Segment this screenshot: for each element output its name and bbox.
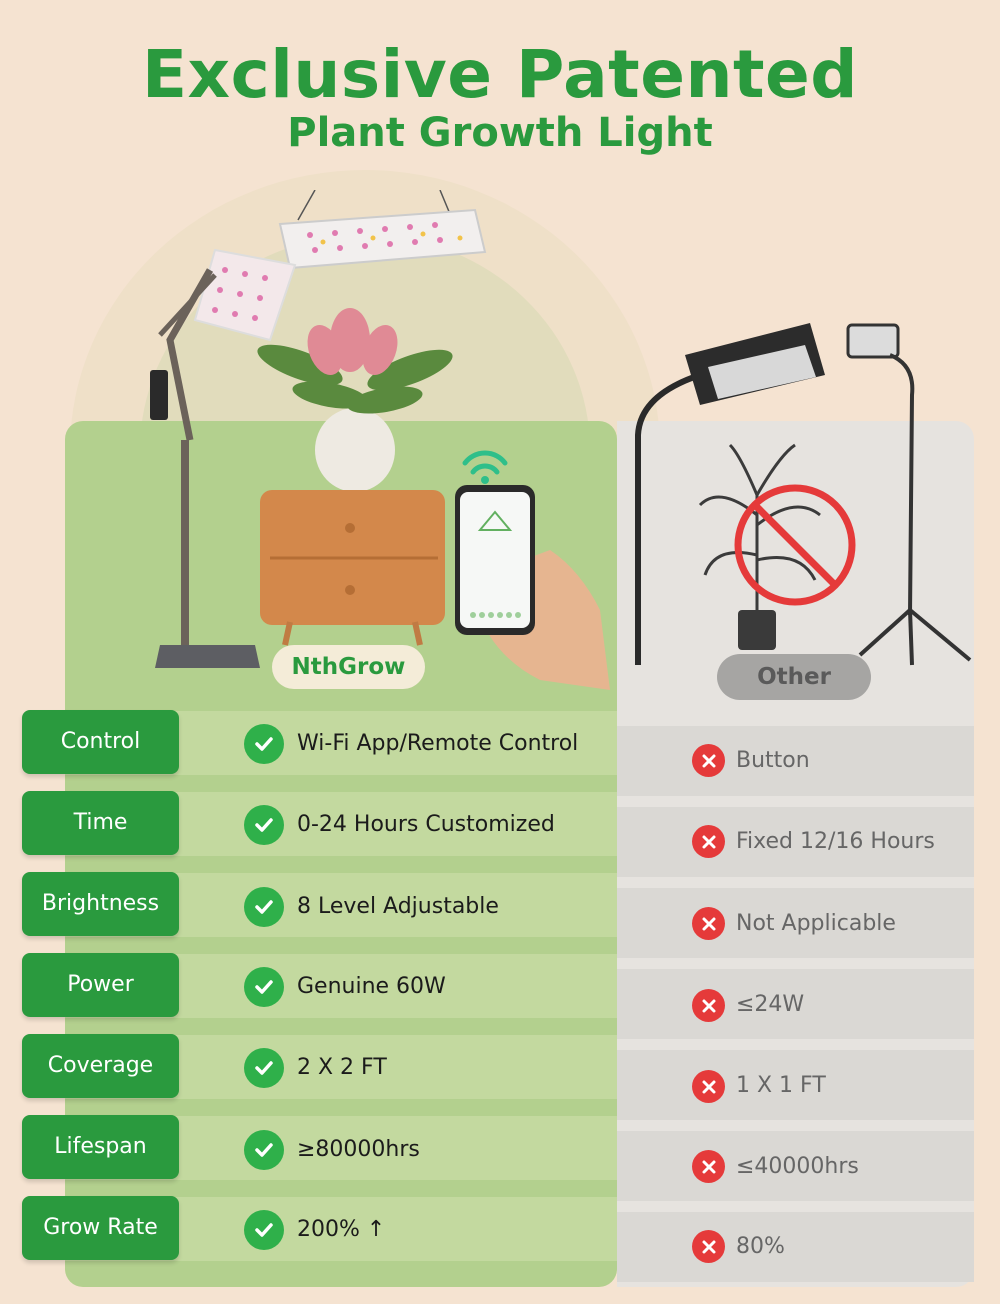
feature-label: Power	[22, 953, 179, 1017]
other-value: ≤24W	[736, 992, 805, 1017]
table-row	[617, 726, 974, 796]
feature-label: Brightness	[22, 872, 179, 936]
other-value: Button	[736, 748, 810, 773]
other-value: 80%	[736, 1234, 785, 1259]
table-row	[617, 1131, 974, 1201]
nthgrow-value: 2 X 2 FT	[297, 1055, 387, 1080]
table-row	[617, 807, 974, 877]
other-value: ≤40000hrs	[736, 1154, 859, 1179]
other-value: 1 X 1 FT	[736, 1073, 826, 1098]
feature-label: Grow Rate	[22, 1196, 179, 1260]
cross-icon	[692, 744, 725, 777]
cross-icon	[692, 1070, 725, 1103]
check-icon	[244, 1048, 284, 1088]
nthgrow-product-illustration	[150, 190, 610, 690]
check-icon	[244, 1210, 284, 1250]
nthgrow-value: Wi-Fi App/Remote Control	[297, 731, 579, 756]
check-icon	[244, 967, 284, 1007]
page-title: Exclusive Patented	[141, 36, 859, 113]
feature-label: Time	[22, 791, 179, 855]
check-icon	[244, 887, 284, 927]
feature-label: Lifespan	[22, 1115, 179, 1179]
cross-icon	[692, 907, 725, 940]
check-icon	[244, 1130, 284, 1170]
cross-icon	[692, 989, 725, 1022]
feature-label: Coverage	[22, 1034, 179, 1098]
cross-icon	[692, 1150, 725, 1183]
table-row	[617, 888, 974, 958]
other-brand-label: Other	[717, 654, 871, 700]
cross-icon	[692, 825, 725, 858]
nthgrow-brand-label: NthGrow	[272, 645, 425, 689]
check-icon	[244, 805, 284, 845]
feature-label: Control	[22, 710, 179, 774]
nthgrow-value: 200% ↑	[297, 1217, 386, 1242]
table-row	[617, 1050, 974, 1120]
nthgrow-value: 0-24 Hours Customized	[297, 812, 555, 837]
other-product-illustration	[635, 323, 972, 666]
nthgrow-value: 8 Level Adjustable	[297, 894, 499, 919]
other-value: Fixed 12/16 Hours	[736, 829, 935, 854]
nthgrow-value: Genuine 60W	[297, 974, 446, 999]
other-value: Not Applicable	[736, 911, 896, 936]
table-row	[617, 1212, 974, 1282]
page-subtitle: Plant Growth Light	[287, 110, 713, 156]
check-icon	[244, 724, 284, 764]
nthgrow-value: ≥80000hrs	[297, 1137, 420, 1162]
table-row	[617, 969, 974, 1039]
cross-icon	[692, 1230, 725, 1263]
